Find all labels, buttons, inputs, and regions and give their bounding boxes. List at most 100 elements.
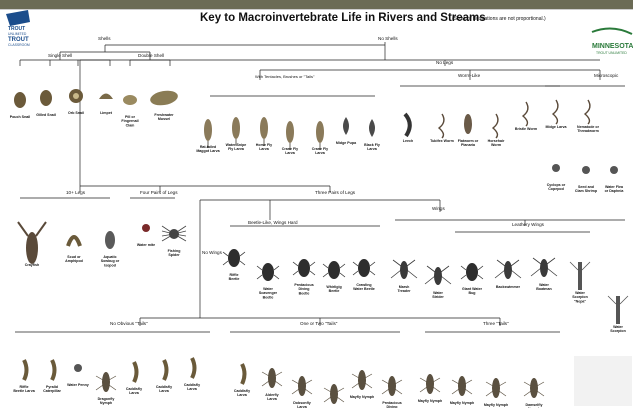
organism-midge-pupa: Midge Pupa <box>336 117 357 145</box>
water-mite-icon <box>142 224 150 232</box>
dobsonfly-label: DobsonflyLarva <box>293 401 311 408</box>
organism-water-penny: Water Penny <box>67 364 89 387</box>
svg-text:MINNESOTA: MINNESOTA <box>592 43 633 50</box>
freshwater-mussel-icon <box>149 89 179 108</box>
water-snipe-fly-icon <box>232 117 240 146</box>
mayfly-4-label: Mayfly Nymph <box>484 403 508 407</box>
node-three-tails: Three "Tails" <box>483 321 509 326</box>
mayfly-1-label: Mayfly Nymph <box>350 395 374 399</box>
leech-icon <box>405 114 410 136</box>
water-scavenger-icon <box>257 263 279 281</box>
horsehair-icon <box>493 114 498 138</box>
header-photo-strip <box>0 0 633 9</box>
organism-riffle-beetle: RiffleBeetle <box>223 249 245 281</box>
crane-fly-1-label: Crane FlyLarva <box>282 147 298 155</box>
organism-midge-larva: Midge Larva <box>546 100 568 129</box>
organism-stonefly: StoneflyNymph <box>324 384 344 408</box>
organism-limpet: Limpet <box>99 94 113 116</box>
water-scavenger-label: WaterScavengerBeetle <box>259 287 278 299</box>
organism-caddisfly-2: CaddisflyLarva <box>156 360 172 393</box>
mayfly-2-icon <box>420 374 440 394</box>
credits-block <box>574 356 632 406</box>
riffle-beetle-larva-icon <box>24 360 27 380</box>
crayfish-label: Crayfish <box>25 263 39 267</box>
page-subtitle: (Sizes of illustrations are not proporti… <box>452 16 546 22</box>
midge-larva-label: Midge Larva <box>546 125 568 129</box>
bristle-worm-icon <box>523 102 528 126</box>
node-beetle-like: Beetle-Like, Wings Hard <box>248 220 298 225</box>
pill-clam-icon <box>123 95 137 105</box>
node-tentacles: With Tentacles, Brushes or "Tails" <box>255 74 315 79</box>
alderfly-icon <box>262 368 282 388</box>
sowbug-icon <box>105 231 115 249</box>
organism-crawling-water-beetle: CrawlingWater Beetle <box>353 259 375 291</box>
water-scorpion-icon <box>570 262 590 290</box>
organism-mayfly-1: Mayfly Nymph <box>350 370 374 399</box>
riffle-beetle-icon <box>223 249 245 267</box>
cyclops-icon <box>552 164 560 172</box>
mayfly-3-label: Mayfly Nymph <box>450 401 474 405</box>
organism-riffle-beetle-larva: RiffleBeetle Larva <box>13 360 35 393</box>
crane-fly-1-icon <box>286 121 294 150</box>
seed-clam-shrimp-icon <box>582 166 590 174</box>
flatworm-icon <box>464 114 472 134</box>
pouch-snail-icon <box>14 92 26 108</box>
organism-water-strider: WaterStrider <box>425 266 451 299</box>
organism-orb-snail: Orb Snail <box>68 89 84 115</box>
backswimmer-label: Backswimmer <box>496 285 521 289</box>
organism-mayfly-3: Mayfly Nymph <box>450 376 474 405</box>
water-scorpion-2-label: WaterScorpion <box>610 325 626 333</box>
crawling-water-beetle-icon <box>353 259 375 277</box>
mayfly-2-label: Mayfly Nymph <box>418 399 442 403</box>
page-title: Key to Macroinvertebrate Life in Rivers … <box>200 12 486 24</box>
organism-water-mite: Water mite <box>137 224 155 247</box>
bristle-worm-label: Bristle Worm <box>515 127 537 131</box>
node-leathery-wings: Leathery Wings <box>512 222 545 227</box>
stonefly-icon <box>324 384 344 404</box>
svg-text:UNLIMITED: UNLIMITED <box>8 32 27 36</box>
mayfly-3-icon <box>452 376 472 396</box>
marsh-treader-icon <box>391 260 417 279</box>
water-boatman-label: WaterBoatman <box>536 283 551 291</box>
water-penny-label: Water Penny <box>67 383 89 387</box>
node-shells: Shells <box>98 36 111 41</box>
limpet-icon <box>99 94 113 100</box>
caddisfly-3-icon <box>192 358 195 378</box>
node-wings: Wings <box>432 206 445 211</box>
mayfly-1-icon <box>352 370 372 390</box>
svg-text:TROUT UNLIMITED: TROUT UNLIMITED <box>596 51 627 55</box>
organism-caddisfly-3: CaddisflyLarva <box>184 358 200 391</box>
dragonfly-icon <box>96 372 116 392</box>
horse-fly-icon <box>260 117 268 146</box>
gilled-snail-icon <box>40 90 52 106</box>
node-double-shell: Double Shell <box>138 53 164 58</box>
node-single-shell: Single Shell <box>48 53 72 58</box>
scud-icon <box>68 237 80 246</box>
rat-tailed-maggot-icon <box>204 119 212 148</box>
organism-damselfly: DamselflyNymph <box>524 378 544 408</box>
node-no-shells: No Shells <box>378 36 398 41</box>
